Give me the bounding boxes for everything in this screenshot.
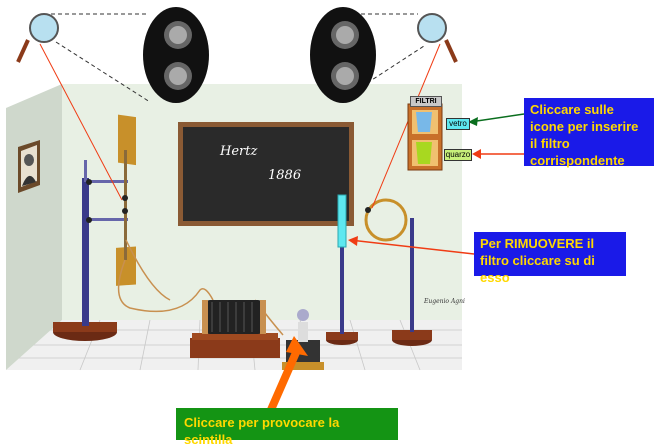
arrows [266, 113, 525, 414]
filter-rack-icon [407, 103, 443, 171]
callout-spark: Cliccare per provocare la scintilla [176, 408, 398, 447]
induction-coil-icon [190, 300, 280, 358]
beam-lines [39, 43, 441, 209]
spark-closeup-right [310, 7, 376, 103]
filter-stand [326, 240, 358, 345]
inserted-filter [337, 194, 347, 248]
filters-panel-title: FILTRI [410, 96, 442, 107]
spark-switch-hitarea[interactable] [280, 308, 326, 372]
callout-insert-filter: Cliccare sulle icone per inserire il fil… [524, 98, 654, 168]
blackboard-year: 1886 [268, 168, 302, 183]
filter-button-glass[interactable]: vetro [446, 118, 470, 130]
blackboard-title: Hertz [220, 144, 258, 159]
transmitter [53, 114, 136, 341]
inserted-filter-hitarea[interactable] [334, 192, 350, 250]
magnifier-icon [417, 13, 458, 63]
filter-button-quartz[interactable]: quarzo [444, 149, 472, 161]
blackboard [183, 127, 349, 221]
magnifier-icon [16, 13, 59, 63]
portrait-icon [18, 140, 40, 193]
callout-remove-filter: Per RIMUOVERE il filtro cliccare su di e… [474, 232, 626, 285]
receiver [364, 198, 432, 346]
signature: Eugenio Agni [424, 298, 465, 305]
spark-closeup-left [143, 7, 209, 103]
